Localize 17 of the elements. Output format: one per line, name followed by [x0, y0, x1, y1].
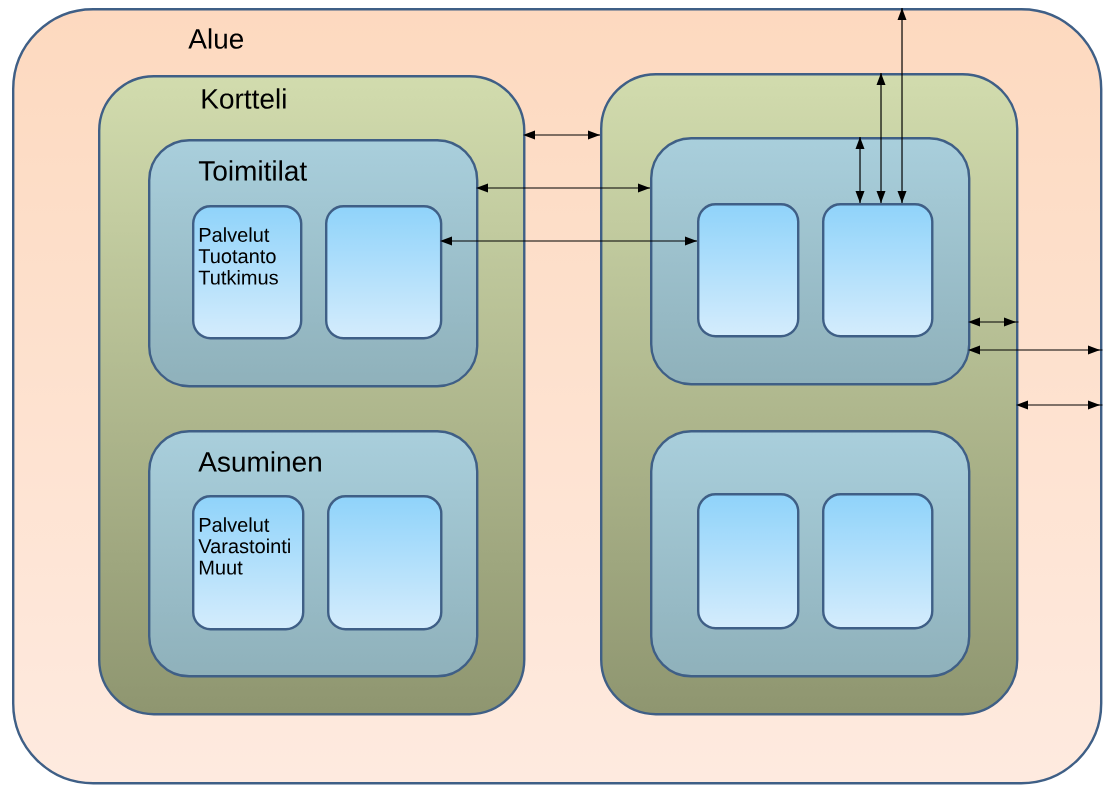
unit-box [325, 205, 443, 340]
arrow [476, 183, 651, 193]
unit-box [697, 203, 800, 338]
arrow [440, 236, 698, 246]
arrow [523, 130, 601, 140]
arrow [968, 345, 1103, 355]
arrow [897, 7, 907, 204]
unit-box [822, 493, 934, 630]
arrow [855, 136, 865, 204]
arrow [876, 72, 886, 204]
unit-box: Palvelut Tuotanto Tutkimus [192, 205, 303, 340]
unit-box [327, 495, 443, 631]
unit-box [822, 203, 934, 338]
unit-box: Palvelut Varastointi Muut [192, 495, 305, 631]
unit-box [697, 493, 800, 630]
arrow [1016, 400, 1103, 410]
arrow [968, 317, 1019, 327]
